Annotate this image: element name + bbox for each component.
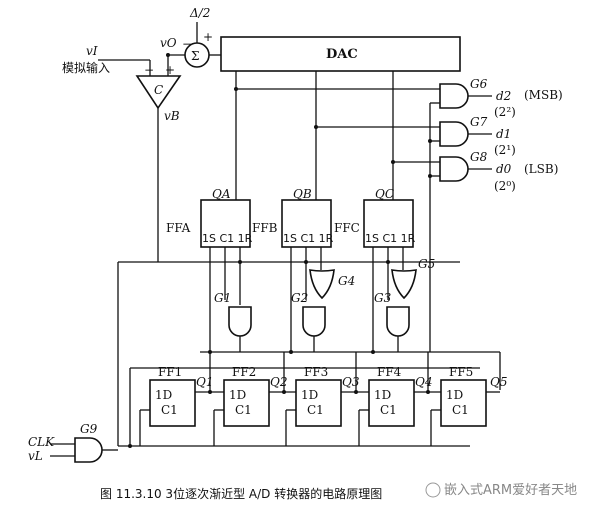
ff3-label: FF3 (304, 365, 328, 379)
clk-label: CLK (28, 435, 55, 449)
d1-weight: (2¹) (494, 143, 516, 157)
ff-2 (223, 379, 270, 427)
vl-label: vL (28, 449, 43, 463)
q5-label: Q5 (490, 375, 507, 389)
ff1-c: C1 (161, 403, 178, 417)
msb-label: (MSB) (524, 88, 563, 102)
lsb-label: (LSB) (524, 162, 558, 176)
comparator-plus: + (165, 63, 175, 77)
ff5-d: 1D (446, 388, 463, 402)
vo-label: vO (160, 36, 177, 50)
vo-node (166, 53, 170, 57)
g6-label: G6 (470, 77, 488, 91)
sum-symbol: Σ (191, 49, 199, 63)
ff1-label: FF1 (158, 365, 182, 379)
qb-label: QB (293, 187, 312, 201)
d2-weight: (2²) (494, 105, 516, 119)
q4-label: Q4 (415, 375, 432, 389)
bus-node-c (371, 350, 375, 354)
qb-node (314, 125, 318, 129)
gate-g7 (439, 121, 469, 147)
g7-label: G7 (470, 115, 488, 129)
ff-3 (295, 379, 342, 427)
gate-g2 (302, 306, 326, 337)
gate-g9 (74, 437, 103, 463)
q3-label: Q3 (342, 375, 360, 389)
ffc-pins: 1S C1 1R (365, 232, 416, 245)
dac-block (220, 36, 461, 72)
ff5-c: C1 (452, 403, 469, 417)
d0-weight: (2⁰) (494, 179, 516, 193)
ff3-c: C1 (307, 403, 324, 417)
q2-label: Q2 (270, 375, 287, 389)
ffa-label: FFA (166, 221, 191, 235)
figure-caption: 图 11.3.10 3位逐次渐近型 A/D 转换器的电路原理图 (100, 486, 382, 501)
qa-label: QA (212, 187, 231, 201)
q1-label: Q1 (196, 375, 213, 389)
g4-label: G4 (338, 274, 355, 288)
gate-g6 (439, 83, 469, 109)
sum-plus-sign: + (203, 30, 213, 44)
ff5-label: FF5 (449, 365, 473, 379)
vb-label: vB (164, 109, 180, 123)
ff4-d: 1D (374, 388, 391, 402)
g3-label: G3 (374, 291, 392, 305)
sum-minus-sign: − (182, 37, 192, 51)
r-node-a (238, 260, 242, 264)
qc-label: QC (375, 187, 394, 201)
en-node-2 (428, 174, 432, 178)
gate-g8 (439, 156, 469, 182)
ff4-label: FF4 (377, 365, 402, 379)
gate-g5 (391, 269, 417, 300)
g8-label: G8 (470, 150, 488, 164)
analog-input-label: 模拟输入 (62, 60, 110, 75)
g9-label: G9 (80, 422, 98, 436)
g2-label: G2 (291, 291, 308, 305)
r-node-b (304, 260, 308, 264)
ffb-pins: 1S C1 1R (283, 232, 334, 245)
ff4-c: C1 (380, 403, 397, 417)
ff3-d: 1D (301, 388, 318, 402)
ff-1 (149, 379, 196, 427)
gate-g4 (309, 269, 335, 300)
comparator-minus: − (144, 63, 154, 77)
r-node-c (386, 260, 390, 264)
dac-label: DAC (326, 47, 358, 62)
ff-5 (440, 379, 487, 427)
clk-node (128, 444, 132, 448)
ff2-d: 1D (229, 388, 246, 402)
qa-node (234, 87, 238, 91)
ffc-label: FFC (334, 221, 360, 235)
ff-c (363, 199, 414, 248)
ff2-c: C1 (235, 403, 252, 417)
g5-label: G5 (418, 257, 435, 271)
bus-node-b (289, 350, 293, 354)
d1-label: d1 (496, 127, 511, 141)
comparator-label: C (154, 83, 163, 97)
ff2-label: FF2 (232, 365, 256, 379)
comparator-c (135, 75, 182, 110)
watermark-text: 嵌入式ARM爱好者天地 (444, 483, 577, 498)
ffa-pins: 1S C1 1R (202, 232, 253, 245)
g1-label: G1 (214, 291, 231, 305)
watermark-icon (425, 482, 441, 498)
ff1-d: 1D (155, 388, 172, 402)
d0-label: d0 (496, 162, 512, 176)
en-node-1 (428, 139, 432, 143)
delta-half-label: Δ/2 (189, 6, 210, 20)
ffb-label: FFB (252, 221, 278, 235)
qc-node (391, 160, 395, 164)
gate-g3 (386, 306, 410, 337)
ff-4 (368, 379, 415, 427)
vi-label: vI (86, 44, 98, 58)
gate-g1 (228, 306, 252, 337)
d2-label: d2 (496, 89, 511, 103)
